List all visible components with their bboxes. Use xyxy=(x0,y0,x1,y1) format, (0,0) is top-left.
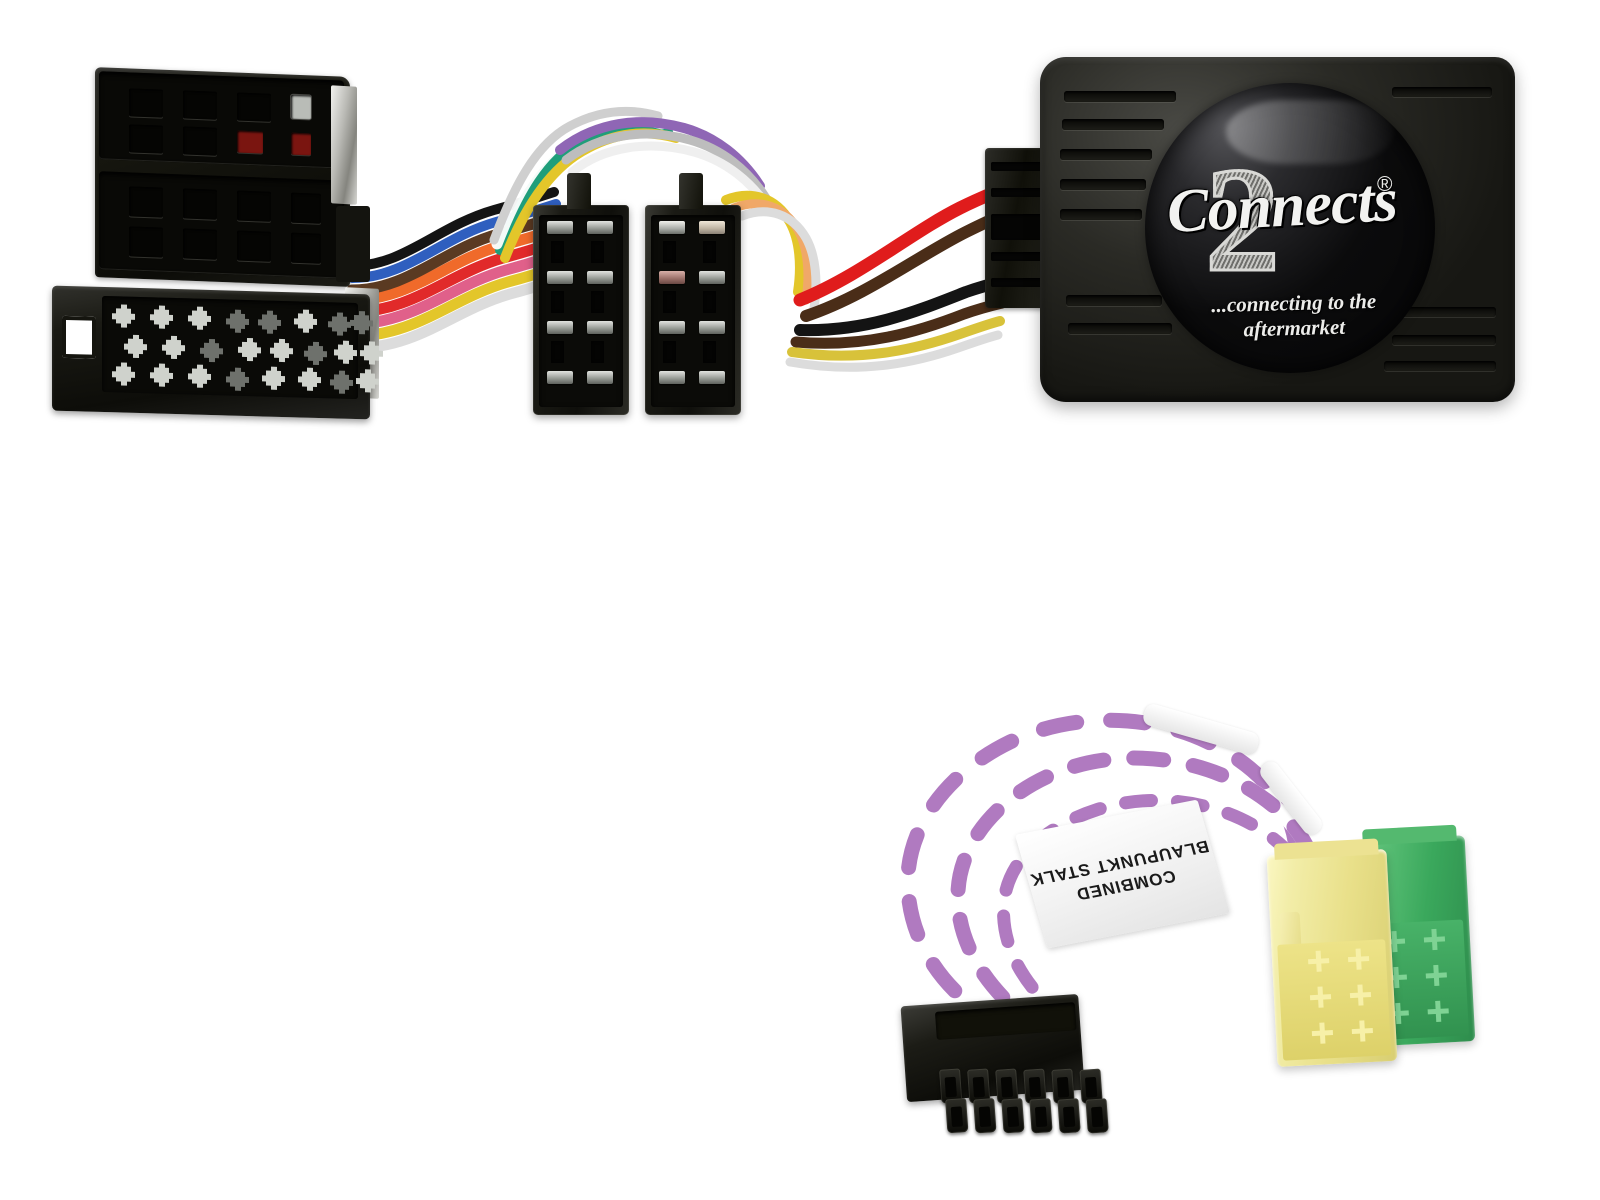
vent-slot-right xyxy=(1400,307,1496,317)
logo-brand-script: Connects xyxy=(1165,166,1399,246)
molex-12pin-connector xyxy=(900,993,1109,1141)
molex-pin xyxy=(1001,1098,1025,1134)
vent-slot xyxy=(1060,179,1146,190)
iso-socket-a-face xyxy=(539,215,623,407)
molex-pin xyxy=(1029,1098,1053,1134)
iso-socket-b-face xyxy=(651,215,735,407)
iso-socket-a-tab xyxy=(567,173,591,209)
yellow-mini-iso-pin-face xyxy=(1277,939,1392,1061)
logo-tagline: ...connecting to the aftermarket xyxy=(1210,288,1377,342)
quadlock-metal-clip-upper xyxy=(331,85,357,205)
connects2-logo-disc: 2 Connects ® ...connecting to the afterm… xyxy=(1145,83,1435,373)
iso-female-pin-face xyxy=(102,295,379,400)
yellow-mini-iso-connector xyxy=(1266,838,1398,1067)
iso-socket-b-tab xyxy=(679,173,703,209)
iso-female-connector xyxy=(52,285,379,420)
registered-trademark-icon: ® xyxy=(1377,173,1393,196)
logo-gloss-highlight xyxy=(1226,100,1395,165)
vent-slot xyxy=(1060,209,1142,220)
interface-box: 2 Connects ® ...connecting to the afterm… xyxy=(1040,57,1515,402)
cable-sleeve-top xyxy=(1141,702,1261,756)
vent-slot-right xyxy=(1392,87,1492,97)
yellow-mini-iso-latch xyxy=(1273,838,1379,860)
vent-slot-right xyxy=(1392,335,1496,345)
iso-socket-a xyxy=(533,173,629,415)
iso-quadlock-male-connector xyxy=(95,67,350,287)
vent-slot xyxy=(1068,323,1172,334)
iso-female-keyway xyxy=(62,315,96,359)
vent-slot xyxy=(1062,119,1164,130)
molex-pin xyxy=(945,1098,969,1134)
molex-keying-wall xyxy=(934,1002,1077,1040)
cable-sleeve-right xyxy=(1256,757,1326,839)
vent-slot-right xyxy=(1384,361,1496,371)
molex-pin xyxy=(973,1098,997,1134)
quadlock-lower-cavity-bank xyxy=(99,171,344,279)
vent-slot xyxy=(1064,91,1176,102)
logo-numeral-2: 2 xyxy=(1204,137,1282,303)
vent-slot xyxy=(1060,149,1152,160)
quadlock-side-latch xyxy=(336,206,370,282)
molex-pin xyxy=(1057,1098,1081,1134)
molex-pin xyxy=(1085,1098,1109,1134)
iso-socket-b xyxy=(645,173,741,415)
quadlock-upper-cavity-bank xyxy=(99,71,344,169)
vent-slot xyxy=(1066,295,1162,306)
stalk-cable-label: COMBINED BLAUPUNKT STALK xyxy=(1015,799,1230,949)
